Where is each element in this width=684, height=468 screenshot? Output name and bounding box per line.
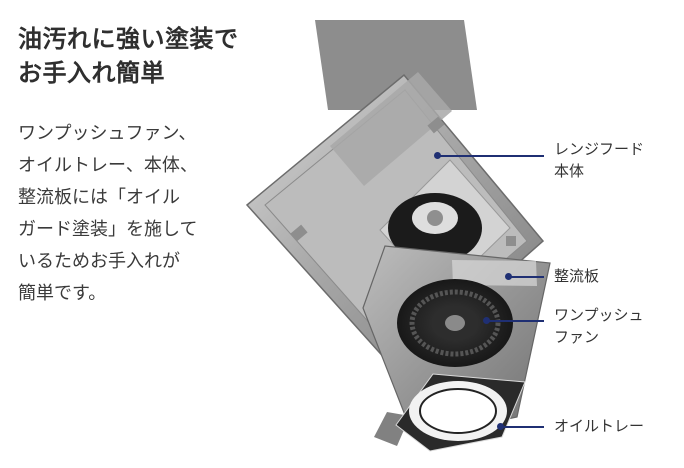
description: ワンプッシュファン、 オイルトレー、本体、 整流板には「オイル ガード塗装」を施… bbox=[18, 123, 198, 304]
heading: 油汚れに強い塗装で お手入れ簡単 bbox=[18, 25, 239, 87]
range-hood-illustration bbox=[245, 20, 551, 452]
rectifier-plate-callout-dot bbox=[505, 273, 512, 280]
rectifier-plate-label: 整流板 bbox=[554, 267, 600, 285]
oil-tray-shape bbox=[395, 373, 526, 452]
oil-tray-callout-line bbox=[501, 426, 544, 428]
range-hood-body-callout-line bbox=[438, 155, 544, 157]
one-push-fan-callout-line bbox=[487, 320, 544, 322]
one-push-fan-callout-dot bbox=[483, 317, 490, 324]
one-push-fan-shape bbox=[397, 279, 513, 367]
rectifier-plate-callout-line bbox=[509, 276, 544, 278]
range-hood-body-label: レンジフード 本体 bbox=[554, 140, 645, 180]
oil-tray-callout-dot bbox=[497, 423, 504, 430]
oil-tray-label: オイルトレー bbox=[554, 417, 645, 435]
center-fan-motor bbox=[388, 193, 482, 263]
one-push-fan-label: ワンプッシュ ファン bbox=[554, 306, 644, 346]
range-hood-body-callout-dot bbox=[434, 152, 441, 159]
